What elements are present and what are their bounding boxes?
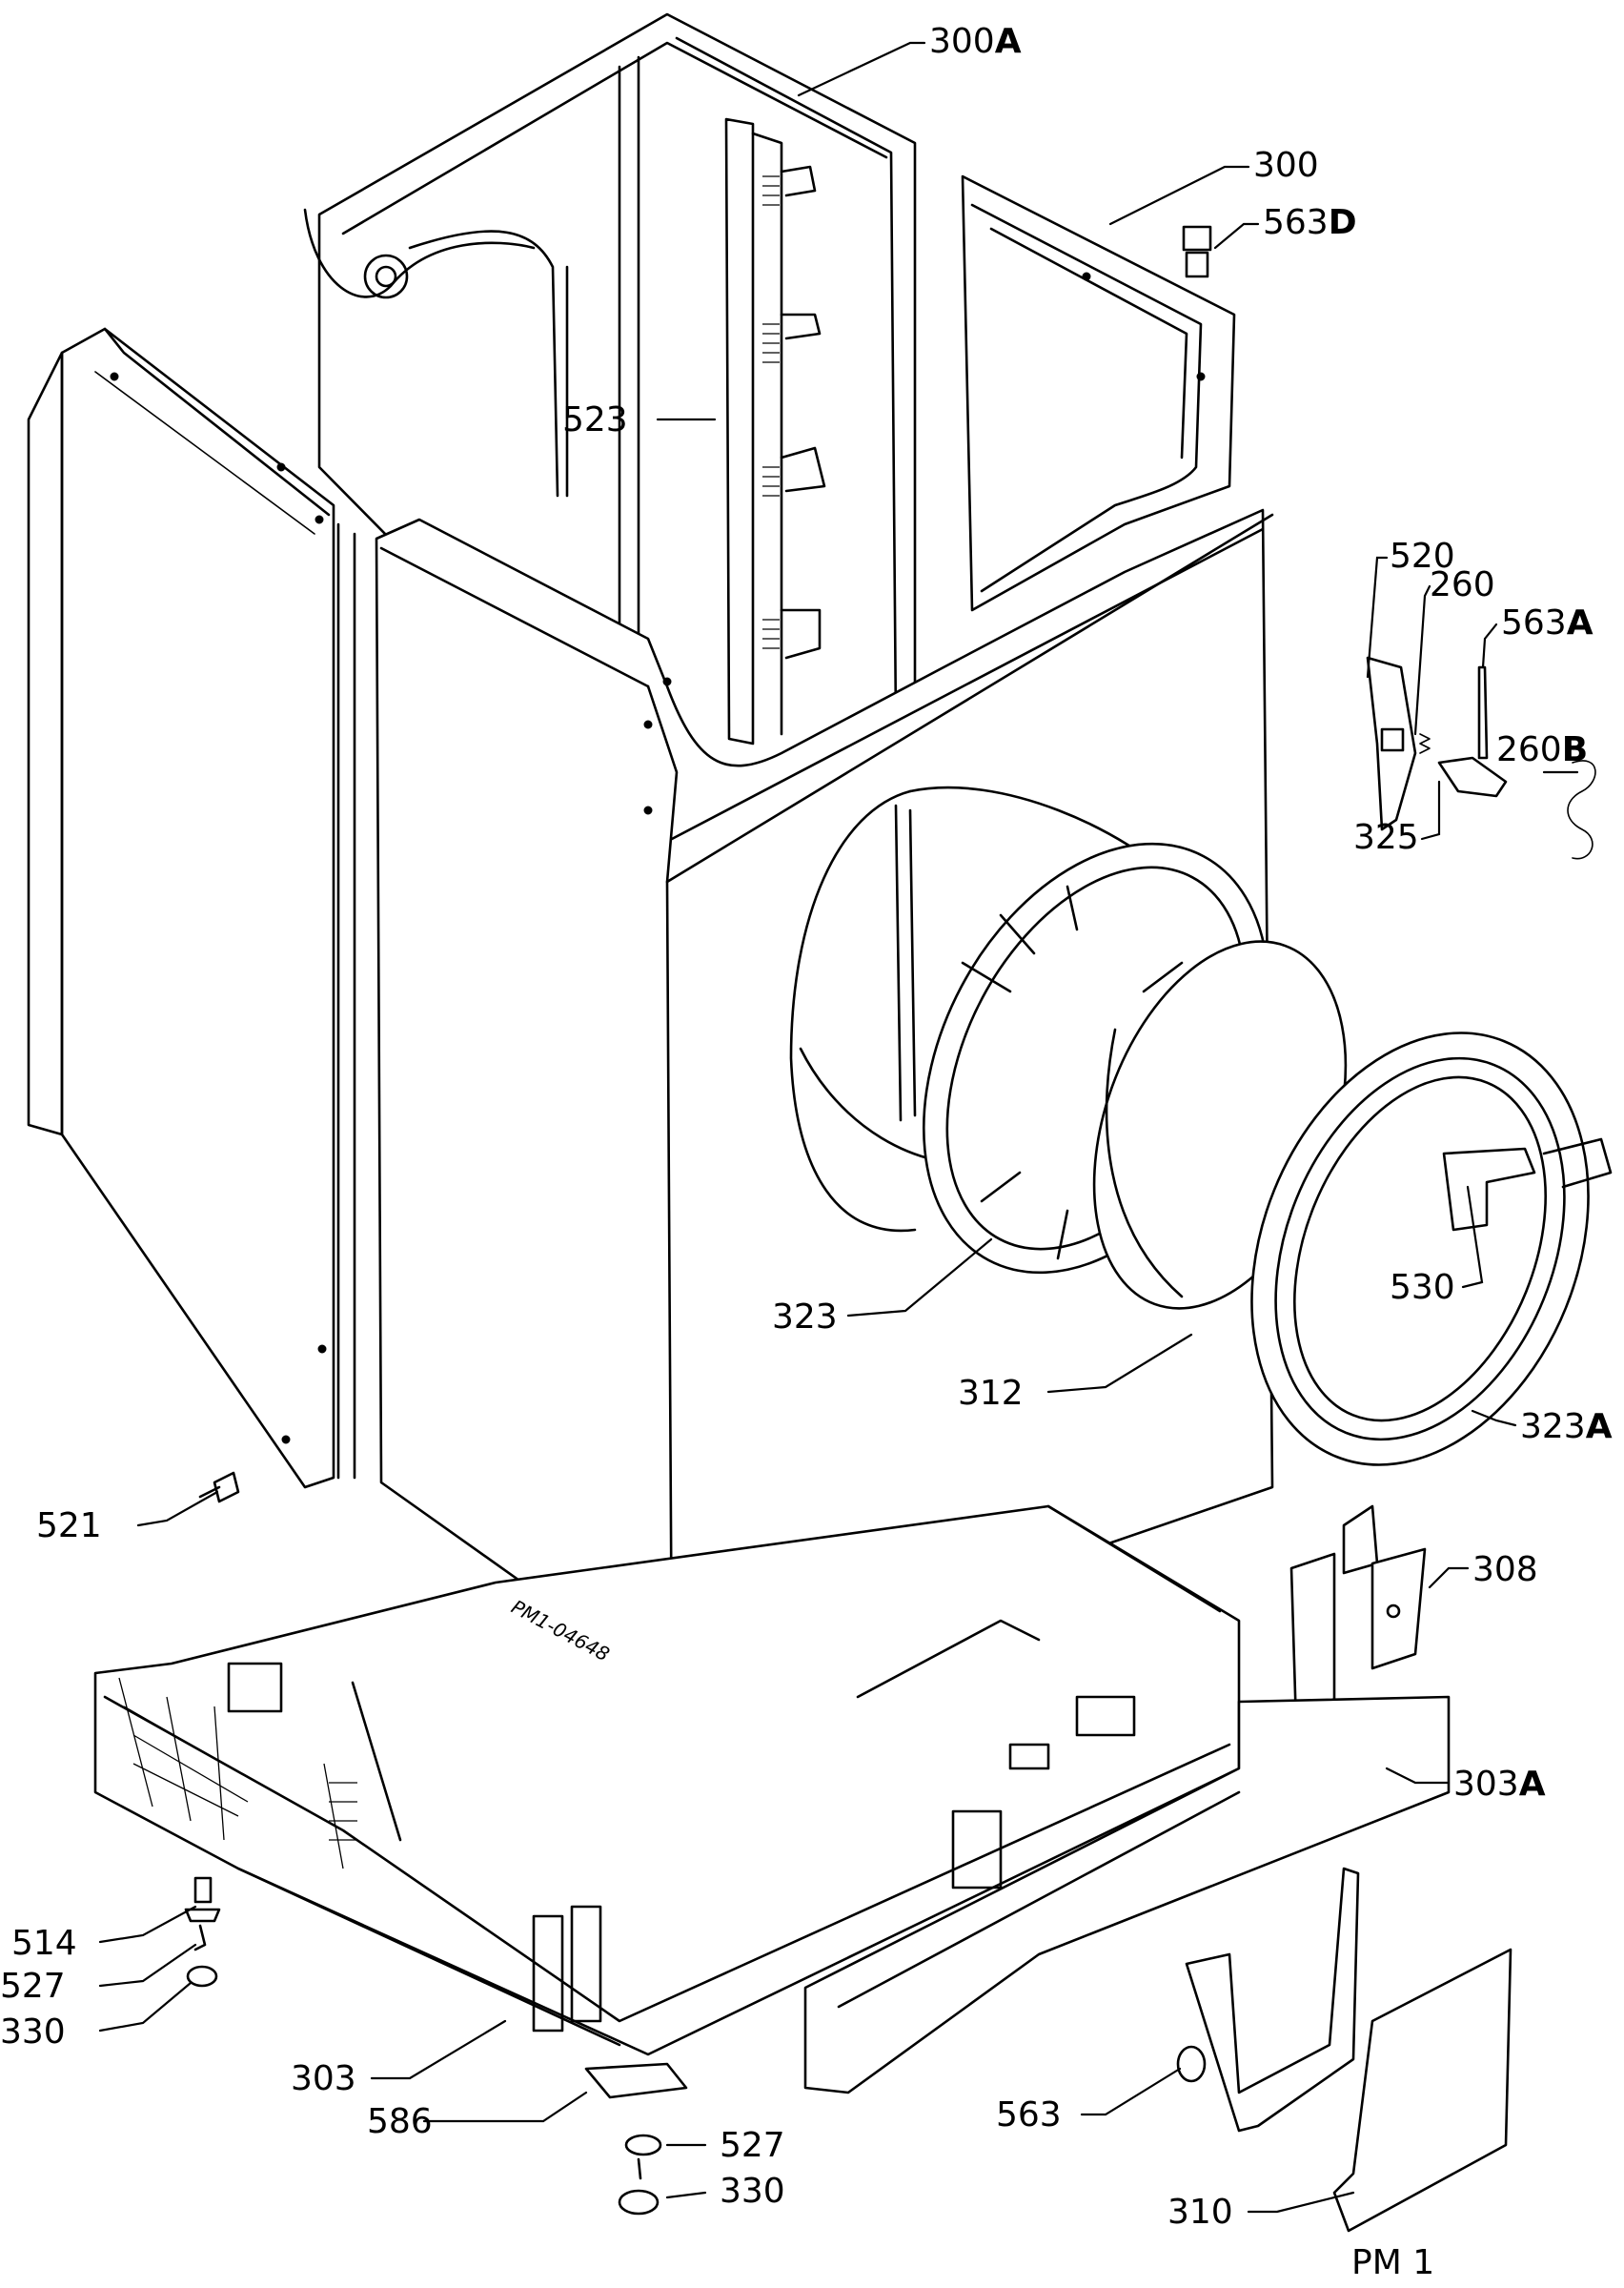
door-catch-520 [1366, 656, 1417, 831]
left-side-panel [27, 327, 356, 1489]
part-563d [1182, 225, 1212, 278]
foot-assembly-left [184, 1876, 221, 1988]
foot-assembly-front [584, 2062, 688, 2216]
callout-514: 514 [11, 1924, 77, 1963]
callout-260b: 260B [1496, 730, 1588, 769]
hinge-bracket-308 [1289, 1504, 1427, 1727]
callout-312: 312 [958, 1374, 1024, 1413]
callout-330-left: 330 [0, 2012, 66, 2052]
callout-523: 523 [562, 400, 628, 439]
pin-563a [1477, 665, 1489, 760]
callout-530: 530 [1390, 1268, 1455, 1307]
spring-260 [1419, 733, 1431, 754]
callout-563: 563 [996, 2095, 1062, 2135]
callout-323a: 323A [1520, 1407, 1613, 1446]
callout-527-left: 527 [0, 1967, 66, 2006]
front-cabinet [375, 174, 1274, 1694]
callout-527-front: 527 [720, 2126, 785, 2165]
page-reference: PM 1 [1351, 2243, 1434, 2282]
callout-260: 260 [1430, 565, 1495, 604]
callout-310: 310 [1167, 2193, 1233, 2232]
front-kick-panel-303a [803, 1695, 1451, 2094]
callout-563d: 563D [1263, 203, 1357, 242]
callout-563a: 563A [1501, 603, 1594, 643]
callout-303: 303 [291, 2059, 356, 2098]
door-323a [1250, 1032, 1613, 1466]
filter-cover-310 [1332, 1948, 1512, 2233]
lever-325 [1437, 756, 1508, 798]
callout-300: 300 [1253, 146, 1319, 185]
control-strip-523 [724, 117, 826, 746]
callout-520: 520 [1390, 537, 1455, 576]
screw-521 [198, 1471, 240, 1503]
callout-323: 323 [772, 1297, 838, 1337]
callout-586: 586 [367, 2102, 433, 2141]
callout-325: 325 [1353, 818, 1419, 857]
callout-labels: 300A 300 563D 523 520 260 563A 260B 325 … [0, 22, 1613, 2232]
spring-260b [1567, 760, 1596, 860]
callout-300a: 300A [929, 22, 1022, 61]
callout-330-front: 330 [720, 2172, 785, 2211]
leader-lines [98, 41, 1579, 2214]
filter-bracket-563 [1176, 1867, 1360, 2133]
callout-308: 308 [1472, 1550, 1538, 1589]
base-frame-303 [93, 1504, 1241, 2056]
callout-303a: 303A [1453, 1765, 1546, 1804]
callout-521: 521 [36, 1506, 102, 1545]
